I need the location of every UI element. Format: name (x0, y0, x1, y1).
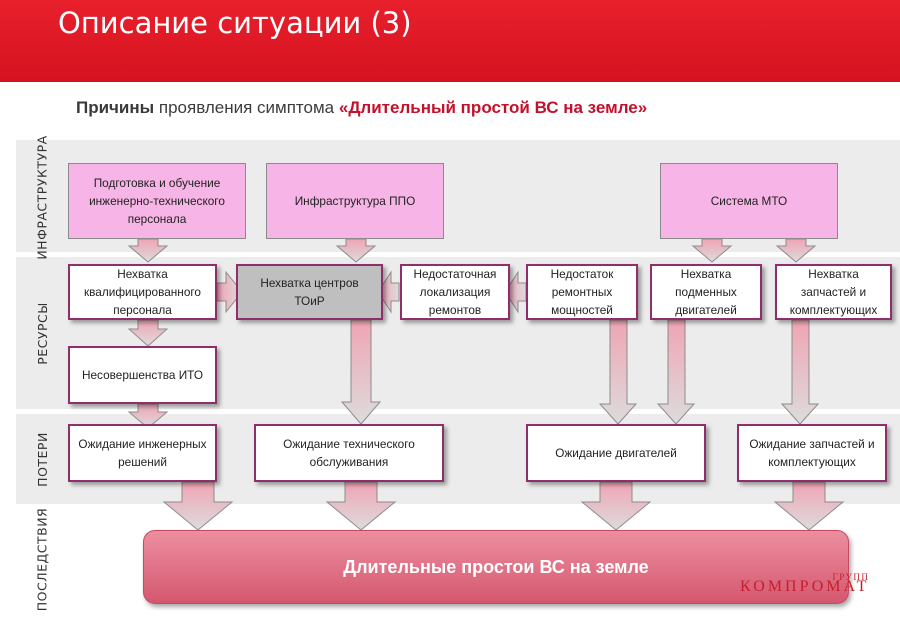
box-spare-engines: Нехватка подменных двигателей (650, 264, 762, 320)
arrow-capacity-to-localization (504, 270, 527, 314)
arrow-engines-to-result (580, 481, 652, 531)
box-ppo: Инфраструктура ППО (266, 163, 444, 239)
box-wait-parts: Ожидание запчастей и комплектующих (737, 424, 887, 482)
box-wait-maintenance: Ожидание технического обслуживания (254, 424, 444, 482)
result-box: Длительные простои ВС на земле (143, 530, 849, 604)
arrow-ito-to-engineering (127, 403, 169, 429)
diagram-subtitle: Причины проявления симптома «Длительный … (76, 98, 647, 118)
arrow-mto-to-parts (775, 238, 817, 263)
arrow-maintenance-to-result (325, 481, 397, 531)
watermark-small: ГРУПП (832, 572, 870, 582)
box-repair-capacity: Недостаток ремонтных мощностей (526, 264, 638, 320)
arrow-staff-to-ito (127, 319, 169, 347)
slide-title: Описание ситуации (3) (58, 6, 412, 40)
box-mto: Система МТО (660, 163, 838, 239)
arrow-spare-engines-to-engines (656, 319, 696, 425)
arrow-ppo-to-toir (335, 238, 377, 263)
box-localization: Недостаточная локализация ремонтов (400, 264, 510, 320)
arrow-localization-to-toir (377, 270, 400, 314)
watermark-main: КОМПРОМАТ (740, 578, 870, 595)
arrow-capacity-to-engines (598, 319, 638, 425)
box-spare-parts: Нехватка запчастей и комплектующих (775, 264, 892, 320)
arrow-training-to-staff (127, 238, 169, 263)
box-wait-engineering: Ожидание инженерных решений (68, 424, 217, 482)
arrow-parts-to-parts-wait (780, 319, 820, 425)
header-bar: Описание ситуации (3) (0, 0, 900, 82)
subtitle-highlight: «Длительный простой ВС на земле» (338, 98, 648, 117)
arrow-parts-wait-to-result (773, 481, 845, 531)
watermark: ГРУПП КОМПРОМАТ (740, 572, 870, 596)
subtitle-bold: Причины (76, 98, 155, 117)
box-ito: Несовершенства ИТО (68, 346, 217, 404)
arrow-mto-to-engines (691, 238, 733, 263)
subtitle-middle: проявления симптома (154, 98, 339, 117)
box-qualified-staff: Нехватка квалифицированного персонала (68, 264, 217, 320)
arrow-engineering-to-result (162, 481, 234, 531)
box-training: Подготовка и обучение инженерно-техничес… (68, 163, 246, 239)
box-wait-engines: Ожидание двигателей (526, 424, 706, 482)
arrow-staff-to-toir (216, 270, 243, 314)
box-toir-centers: Нехватка центров ТОиР (236, 264, 383, 320)
arrow-toir-to-maintenance (340, 319, 382, 425)
